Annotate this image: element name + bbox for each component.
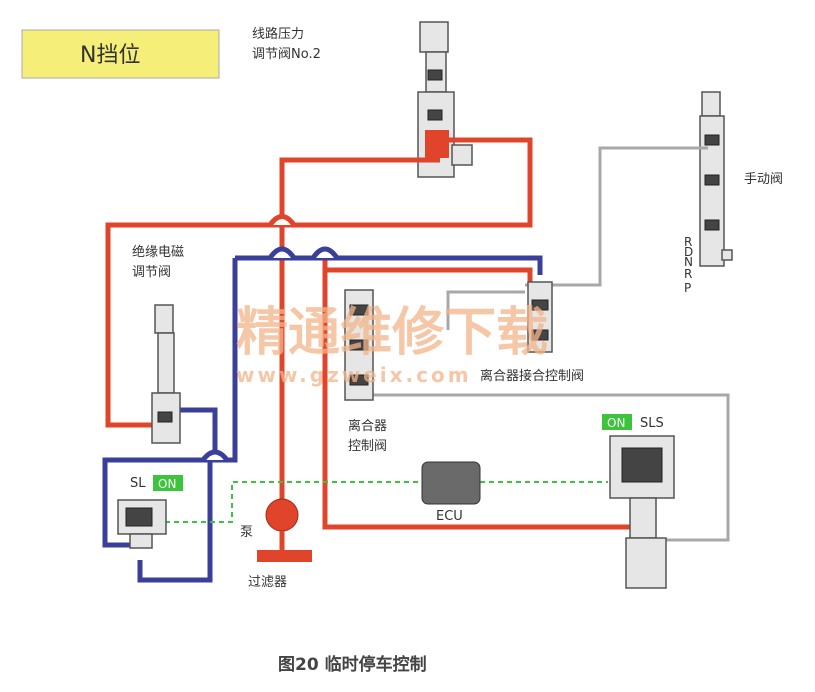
clutch-apply-control-valve: [527, 281, 553, 353]
ecu-box: [421, 461, 481, 505]
solenoid-modulator-valve: [151, 304, 181, 444]
solenoid-modulator-label-2: 调节阀: [132, 265, 171, 280]
figure-caption: 图20 临时停车控制: [278, 654, 427, 675]
sls-solenoid: [609, 435, 675, 589]
clutch-control-valve-label-2: 控制阀: [348, 439, 387, 454]
line-pressure-regulator-valve: [417, 21, 473, 178]
watermark-text: 精通维修下载: [236, 302, 548, 363]
sl-label: SL: [130, 476, 146, 491]
mode-title: N挡位: [80, 43, 140, 68]
position-n: N: [684, 255, 693, 269]
position-p: P: [684, 281, 691, 295]
manual-valve: [699, 91, 733, 267]
line-pressure-valve-label-2: 调节阀No.2: [252, 47, 321, 62]
ecu-label: ECU: [436, 509, 463, 524]
sls-on-badge: ON: [602, 414, 632, 430]
sls-on-text: ON: [607, 416, 625, 430]
sl-solenoid: [117, 499, 167, 549]
sl-on-text: ON: [158, 477, 176, 491]
sl-on-badge: ON: [153, 475, 183, 491]
line-pressure-valve-label-1: 线路压力: [252, 26, 304, 42]
manual-valve-positions: R D N R P: [684, 235, 693, 295]
clutch-control-valve: [344, 289, 374, 401]
clutch-control-valve-label-1: 离合器: [348, 418, 387, 434]
solenoid-modulator-label-1: 绝缘电磁: [132, 244, 184, 260]
pump-label: 泵: [240, 525, 253, 540]
position-r2: R: [684, 267, 692, 281]
position-r1: R: [684, 235, 692, 249]
filter-label: 过滤器: [248, 575, 287, 590]
manual-valve-label: 手动阀: [744, 172, 783, 187]
filter: [257, 550, 312, 562]
mode-title-box: N挡位: [21, 29, 220, 79]
position-d: D: [684, 245, 693, 259]
clutch-apply-control-valve-label: 离合器接合控制阀: [480, 368, 584, 384]
pump: [265, 498, 299, 532]
sls-label: SLS: [640, 416, 664, 431]
watermark-url: www.gzweix.com: [236, 363, 472, 387]
